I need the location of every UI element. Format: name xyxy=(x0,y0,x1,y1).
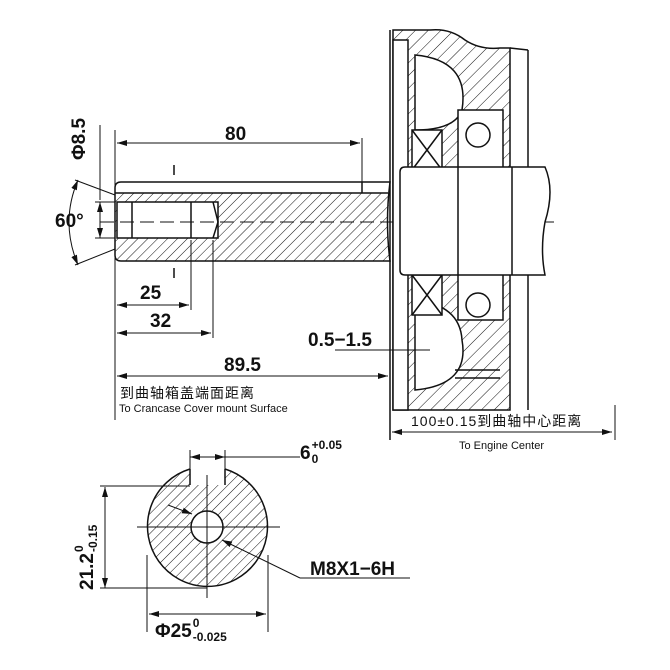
crankshaft xyxy=(399,166,551,276)
height-tol-lower: -0.15 xyxy=(86,524,100,553)
height-value: 21.2 xyxy=(77,553,98,590)
dim-angle-60: 60° xyxy=(55,211,84,232)
dim-32: 32 xyxy=(150,311,172,332)
dim-89-5: 89.5 xyxy=(224,355,261,376)
dim-gap: 0.5−1.5 xyxy=(308,330,372,351)
dia-25-value: Φ25 xyxy=(155,621,192,642)
dimension-lines xyxy=(68,125,616,440)
dim-center-distance: 100±0.15到曲轴中心距离 xyxy=(411,413,583,429)
dim-dia-8-5: Φ8.5 xyxy=(69,117,90,160)
dim-25: 25 xyxy=(140,283,162,304)
thread-spec: M8X1−6H xyxy=(310,559,396,580)
key-width-value: 6 xyxy=(300,443,311,464)
note-crankcase-en: To Crancase Cover mount Surface xyxy=(119,403,288,415)
key-width-tol-lower: 0 xyxy=(311,452,319,466)
shaft-end-view xyxy=(100,450,410,632)
height-tol-upper: 0 xyxy=(72,545,86,553)
dia-25-tol-upper: 0 xyxy=(192,616,200,630)
key-width-tol-upper: +0.05 xyxy=(311,438,342,452)
note-engine-center-en: To Engine Center xyxy=(459,440,544,452)
dia-25-tol-lower: -0.025 xyxy=(192,630,227,644)
note-crankcase-cn: 到曲轴箱盖端面距离 xyxy=(120,385,255,401)
dim-80: 80 xyxy=(225,124,247,145)
